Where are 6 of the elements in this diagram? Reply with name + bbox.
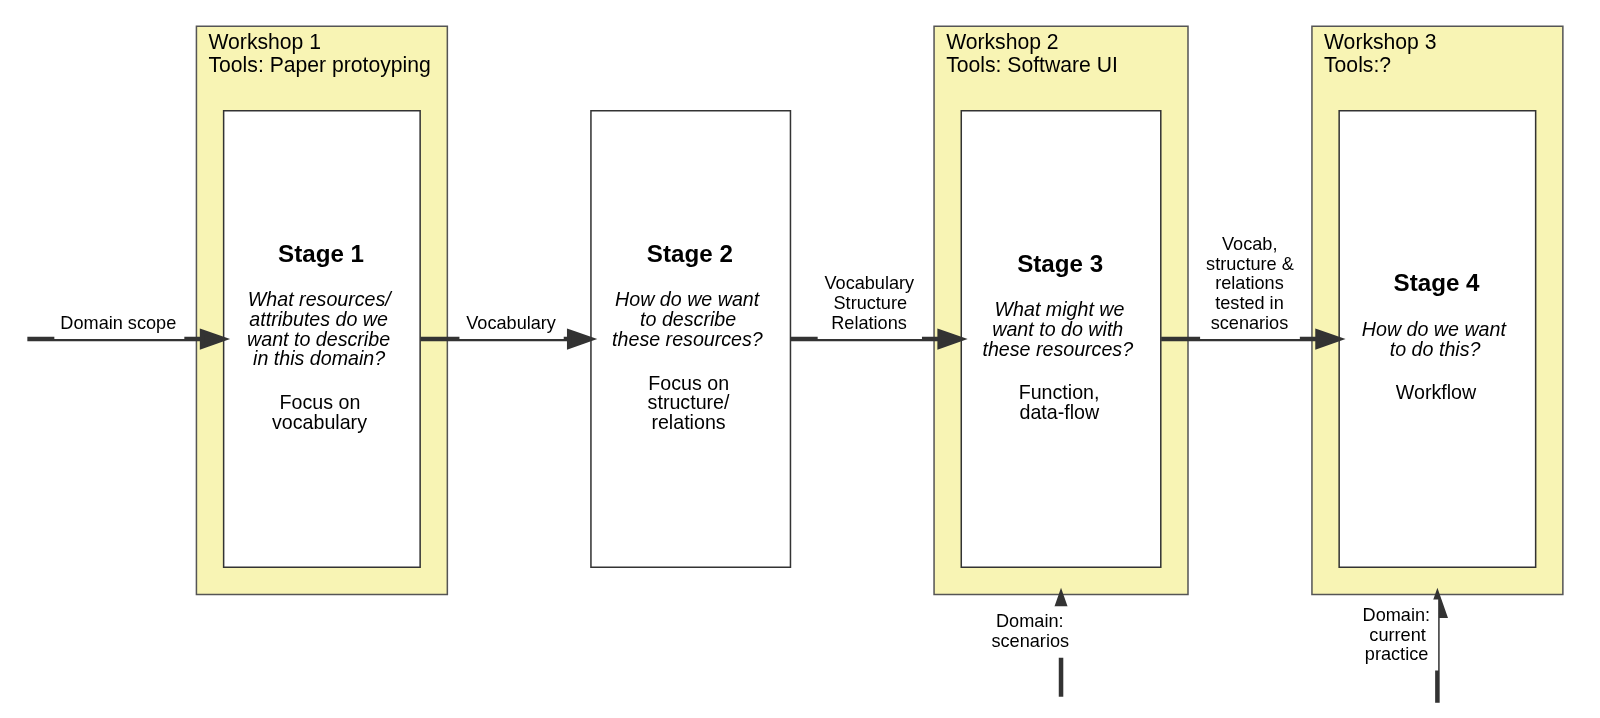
- edge-label: Domain scope: [59, 312, 176, 333]
- edge-label: Domain: current practice: [1362, 604, 1430, 665]
- edge-label: Vocab, structure & relations tested in scenarios: [1205, 234, 1294, 333]
- edge-label: Domain: scenarios: [991, 610, 1069, 651]
- edge-label: Vocabulary: [465, 312, 556, 333]
- edge-label: Vocabulary Structure Relations: [823, 273, 914, 333]
